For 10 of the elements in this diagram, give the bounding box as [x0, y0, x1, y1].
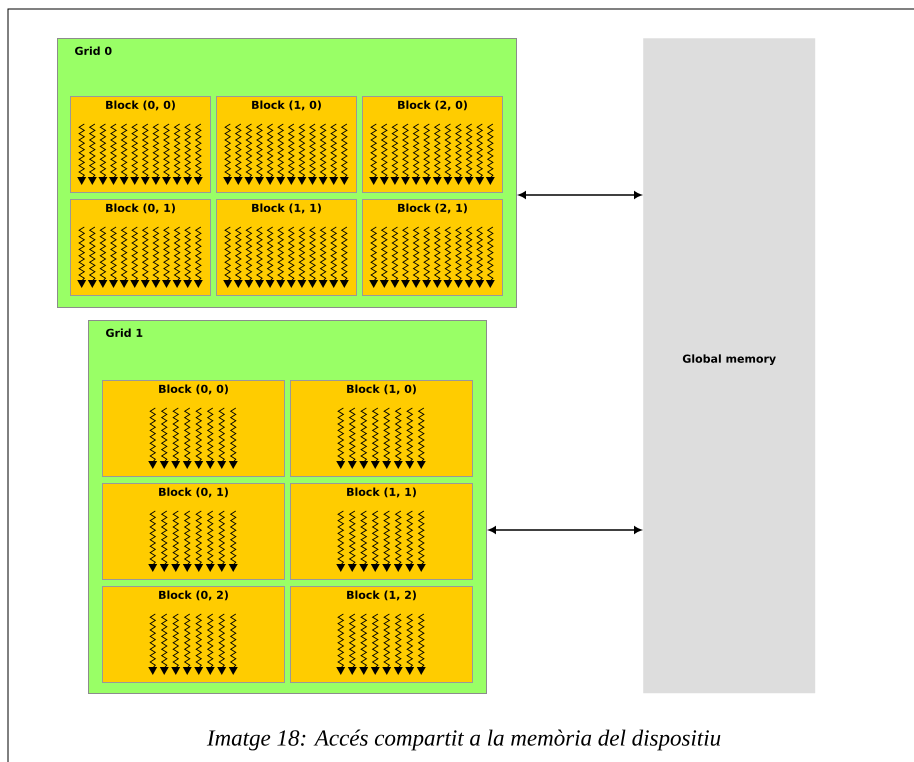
- block-box: Block (0, 0): [102, 380, 285, 477]
- block-box: Block (0, 1): [102, 483, 285, 580]
- arrow: [488, 526, 642, 534]
- block-box: Block (1, 2): [290, 586, 473, 683]
- block-box: Block (1, 1): [290, 483, 473, 580]
- caption: Imatge 18: Accés compartit a la memòria del dispositiu: [206, 730, 720, 750]
- arrow: [518, 191, 642, 199]
- block-box: Block (1, 0): [290, 380, 473, 477]
- memory-box: Global memory: [643, 38, 816, 694]
- block-box: Block (0, 2): [102, 586, 285, 683]
